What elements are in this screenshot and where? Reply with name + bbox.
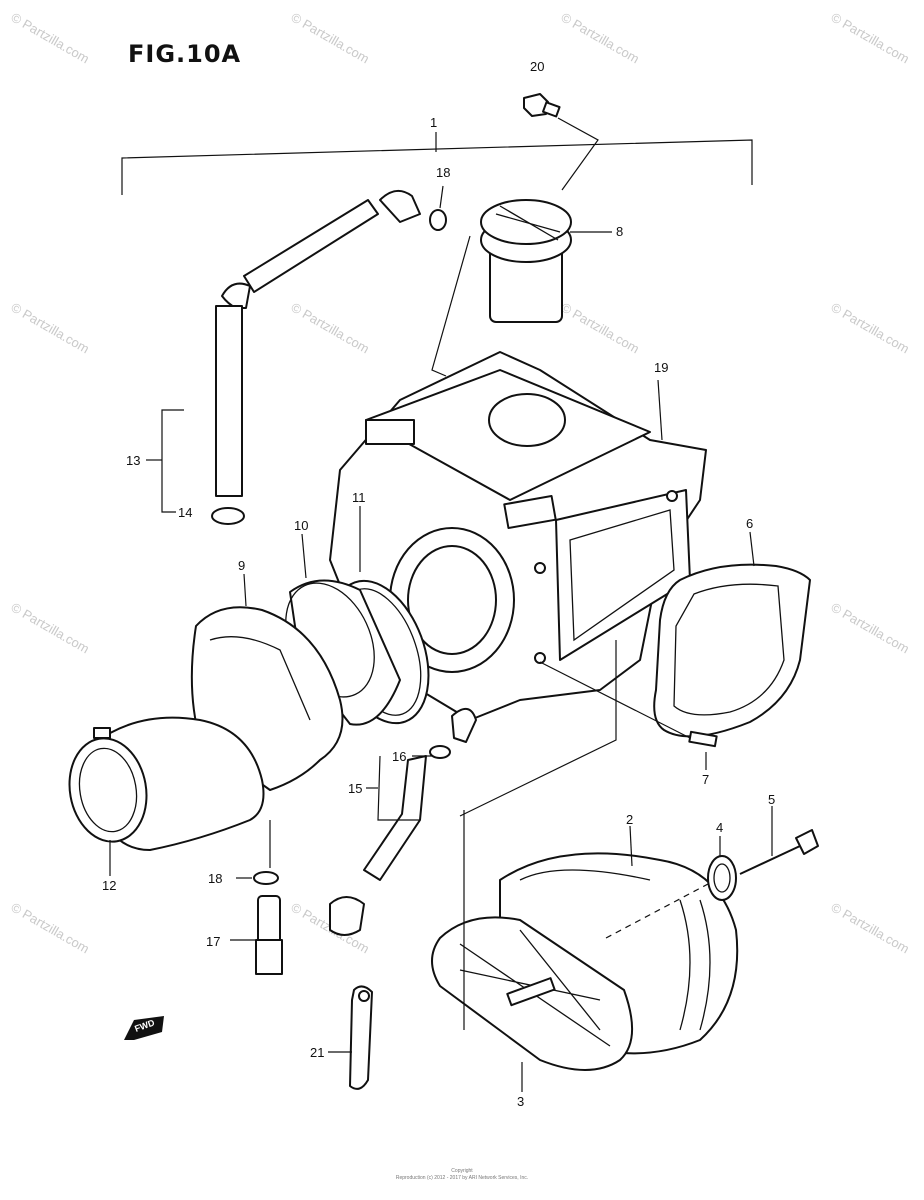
- callout-1: 1: [430, 115, 437, 130]
- clip-18-top: [429, 185, 447, 231]
- callout-8: 8: [616, 224, 623, 239]
- callout-labels: 1 2 3 4 5 6 7 8 9 10 11 12 13 14 15 16 1…: [102, 59, 775, 1109]
- callout-10: 10: [294, 518, 308, 533]
- watermark-text: © Partzilla.com: [289, 300, 372, 357]
- watermark-text: © Partzilla.com: [559, 10, 642, 67]
- tube-12: [68, 716, 265, 876]
- callout-3: 3: [517, 1094, 524, 1109]
- frame-3: [431, 640, 634, 1092]
- cover-6: [653, 531, 811, 738]
- watermark-text: © Partzilla.com: [829, 10, 912, 67]
- footer: Copyright Reproduction (c) 2012 - 2017 b…: [0, 1168, 924, 1182]
- cap-8: [480, 199, 612, 323]
- bolt-5: [605, 806, 819, 939]
- callout-17: 17: [206, 934, 220, 949]
- drain-plug-17: [230, 820, 283, 975]
- airbox-19: [329, 235, 707, 743]
- callout-14: 14: [178, 505, 192, 520]
- fwd-arrow-icon: FWD: [124, 1016, 164, 1040]
- watermark-text: © Partzilla.com: [9, 300, 92, 357]
- callout-19: 19: [654, 360, 668, 375]
- callout-18-bottom: 18: [208, 871, 222, 886]
- washer-4: [707, 836, 737, 901]
- watermark-text: © Partzilla.com: [9, 600, 92, 657]
- callout-20: 20: [530, 59, 544, 74]
- figure-title: FIG.10A: [128, 40, 242, 68]
- bolt-20: [523, 93, 599, 191]
- callout-5: 5: [768, 792, 775, 807]
- watermark-text: © Partzilla.com: [559, 300, 642, 357]
- watermark-text: © Partzilla.com: [289, 10, 372, 67]
- footer-line-2: Reproduction (c) 2012 - 2017 by ARI Netw…: [395, 1175, 529, 1181]
- assembly-bracket: [121, 132, 753, 195]
- drain-hose-15: [329, 745, 451, 936]
- callout-11: 11: [352, 490, 366, 505]
- watermark-text: © Partzilla.com: [9, 10, 92, 67]
- callout-21: 21: [310, 1045, 324, 1060]
- callout-4: 4: [716, 820, 723, 835]
- footer-line-1: Copyright: [451, 1168, 473, 1174]
- strap-21: [328, 985, 373, 1090]
- watermark-text: © Partzilla.com: [829, 600, 912, 657]
- callout-16: 16: [392, 749, 406, 764]
- callout-7: 7: [702, 772, 709, 787]
- callout-13: 13: [126, 453, 140, 468]
- callout-2: 2: [626, 812, 633, 827]
- screw-7: [539, 661, 718, 770]
- hose-13: [146, 189, 421, 525]
- callout-9: 9: [238, 558, 245, 573]
- callout-6: 6: [746, 516, 753, 531]
- callout-18-top: 18: [436, 165, 450, 180]
- watermark-text: © Partzilla.com: [9, 900, 92, 957]
- callout-15: 15: [348, 781, 362, 796]
- callout-12: 12: [102, 878, 116, 893]
- watermark-text: © Partzilla.com: [829, 300, 912, 357]
- watermark-text: © Partzilla.com: [829, 900, 912, 957]
